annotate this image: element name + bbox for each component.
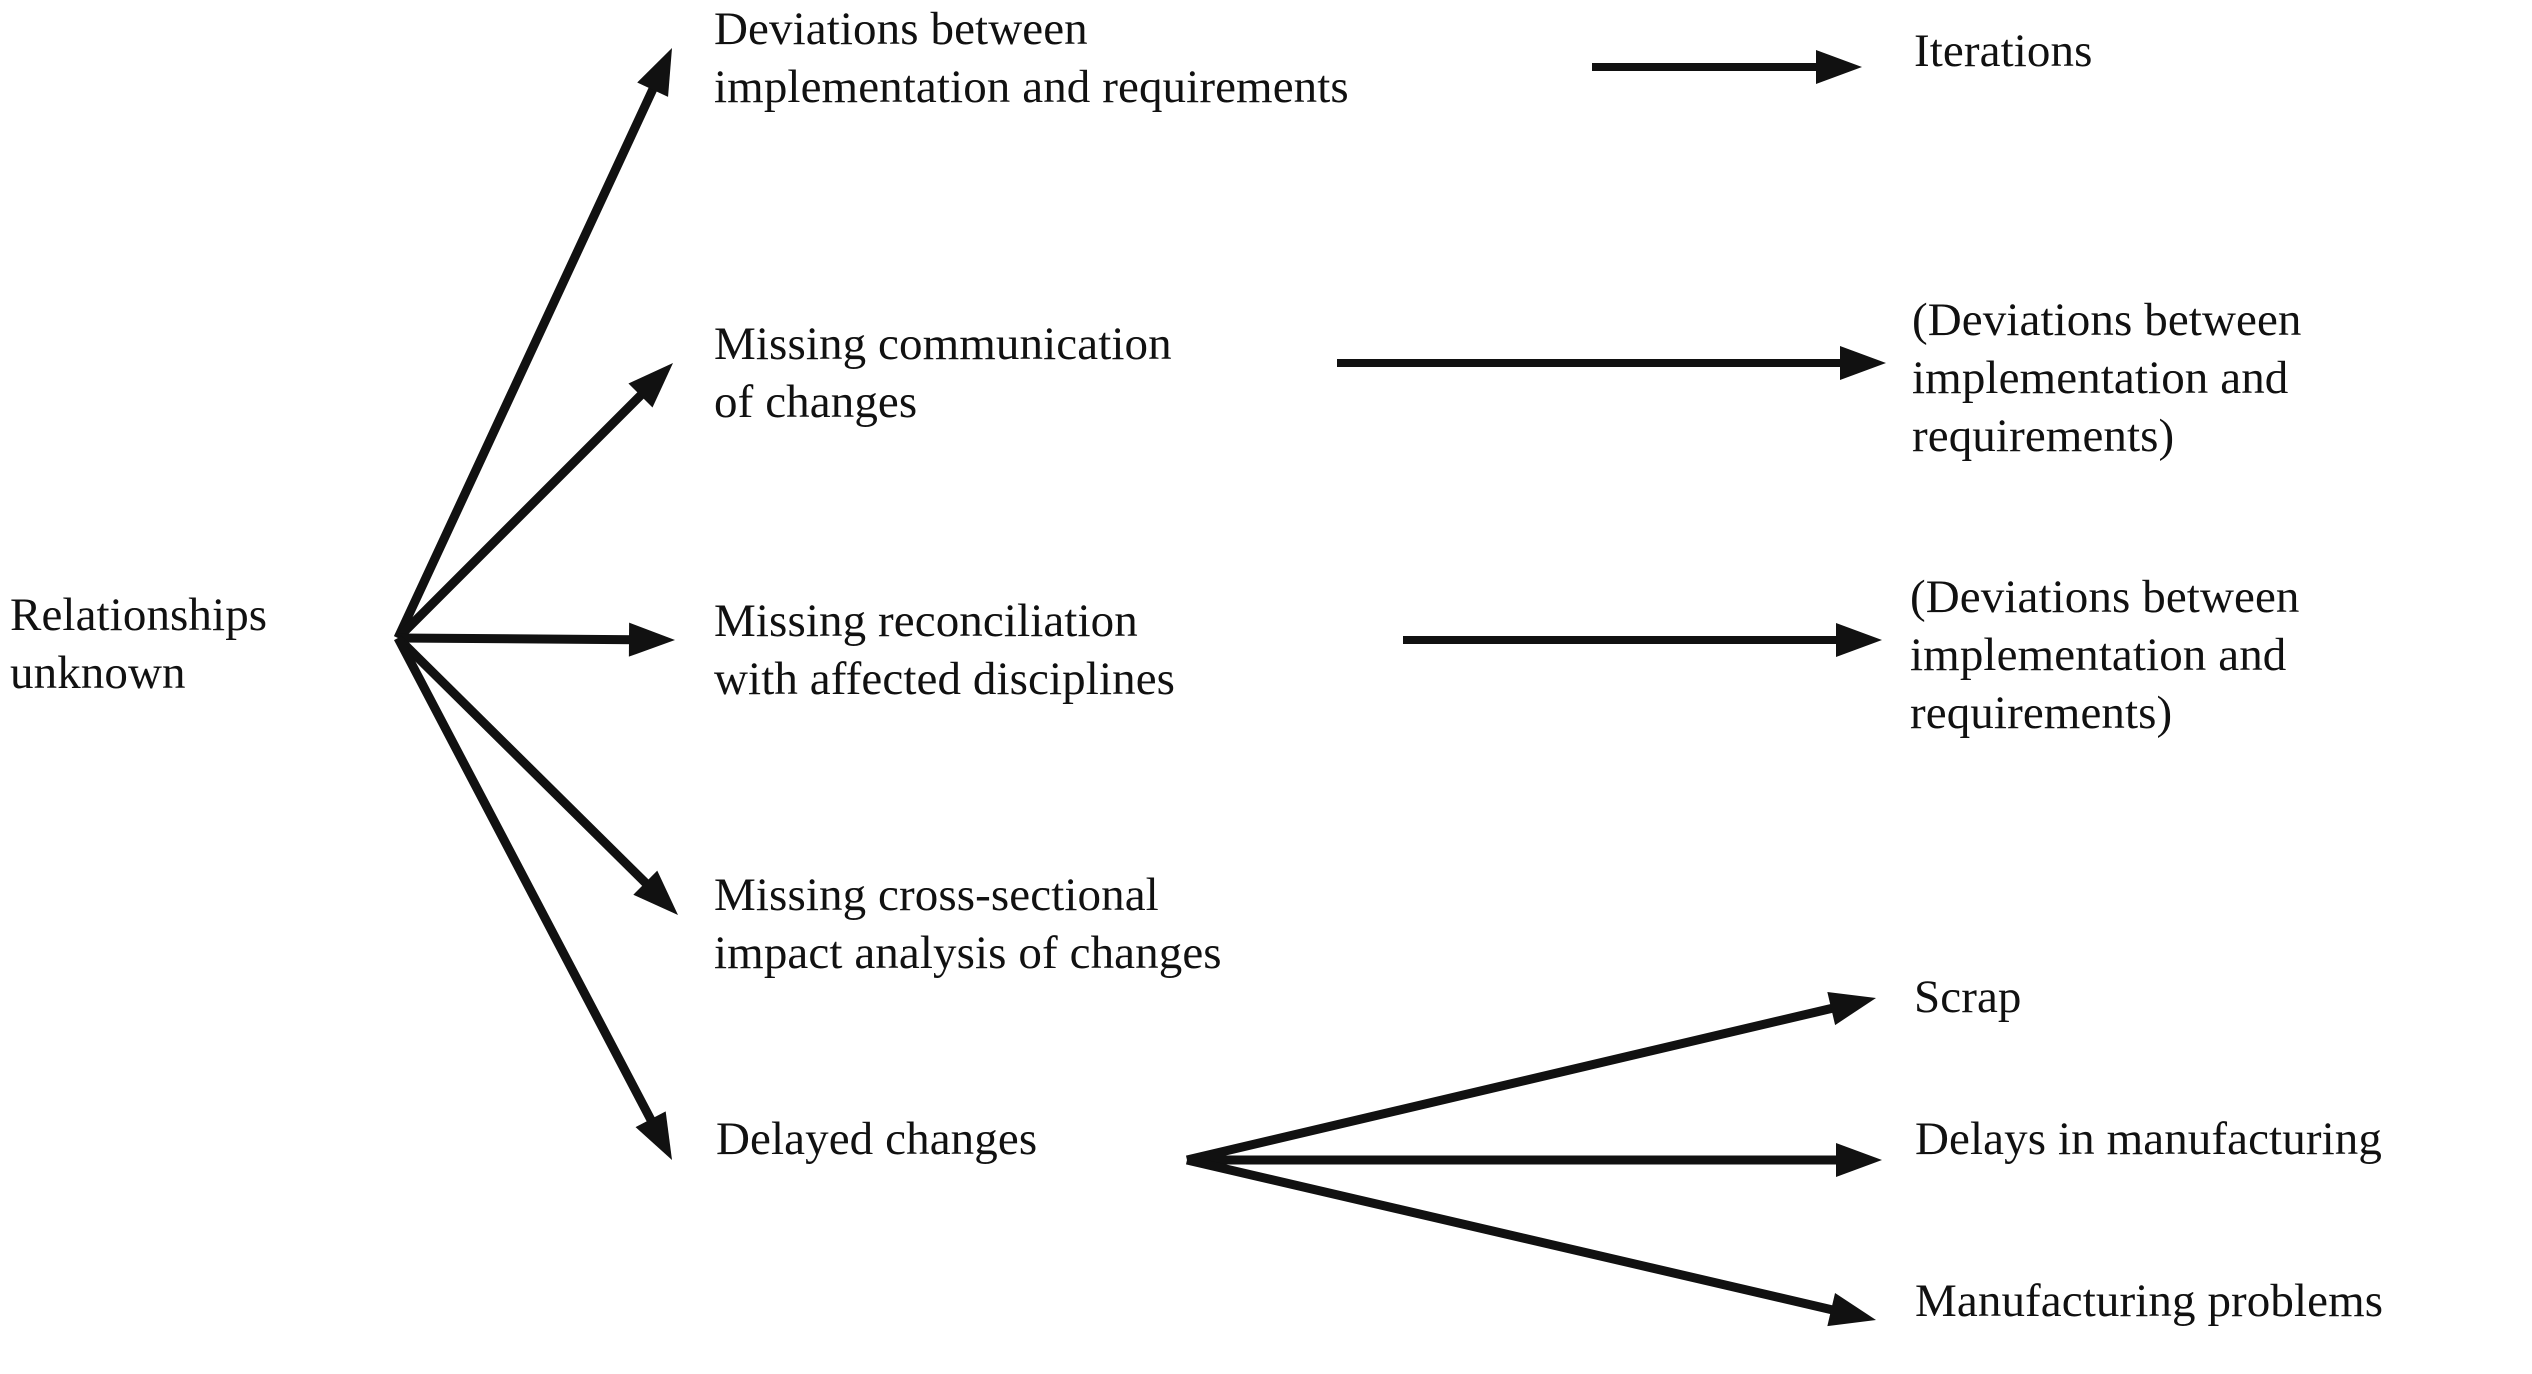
edge-c5-e5-arrowhead-icon: [1836, 1143, 1882, 1177]
edge-c1-e1-arrowhead-icon: [1816, 50, 1862, 84]
edge-c5-e6-arrowhead-icon: [1827, 1293, 1876, 1327]
edge-root-c3-shaft: [397, 633, 636, 645]
edge-root-c4-shaft: [394, 634, 653, 891]
node-manufacturing-problems: Manufacturing problems: [1915, 1275, 2384, 1327]
node-deviations-parenthetical-1: (Deviations between implementation and r…: [1912, 294, 2302, 462]
node-delayed-changes: Delayed changes: [716, 1113, 1038, 1165]
edge-c5-e4-arrowhead-icon: [1827, 991, 1876, 1026]
edge-root-c3-arrowhead-icon: [628, 622, 675, 657]
edge-root-c4-arrowhead-icon: [633, 870, 678, 915]
node-scrap: Scrap: [1914, 971, 2022, 1023]
node-delays-in-manufacturing: Delays in manufacturing: [1915, 1113, 2382, 1165]
edge-root-c5-arrowhead-icon: [635, 1111, 672, 1160]
node-deviations-parenthetical-2: (Deviations between implementation and r…: [1910, 571, 2300, 739]
node-missing-cross-sectional-impact-analysis: Missing cross-sectional impact analysis …: [714, 869, 1222, 979]
node-missing-reconciliation-affected-disciplines: Missing reconciliation with affected dis…: [714, 595, 1176, 705]
node-iterations: Iterations: [1914, 25, 2093, 77]
node-missing-communication-of-changes: Missing communication of changes: [714, 318, 1172, 428]
edge-c2-e2-arrowhead-icon: [1840, 346, 1886, 380]
edge-root-c1-shaft: [393, 82, 660, 640]
edge-root-c5-shaft: [394, 635, 658, 1127]
node-deviations-implementation-requirements: Deviations between implementation and re…: [714, 3, 1349, 113]
edge-root-c2-shaft: [394, 388, 648, 642]
edge-root-c2-arrowhead-icon: [628, 363, 673, 408]
edge-c5-e4-shaft: [1185, 1002, 1839, 1165]
edge-c5-e6-shaft: [1185, 1155, 1839, 1316]
edge-root-c1-arrowhead-icon: [637, 48, 672, 97]
node-relationships-unknown: Relationships unknown: [10, 589, 268, 699]
edge-c3-e3-arrowhead-icon: [1836, 623, 1882, 657]
